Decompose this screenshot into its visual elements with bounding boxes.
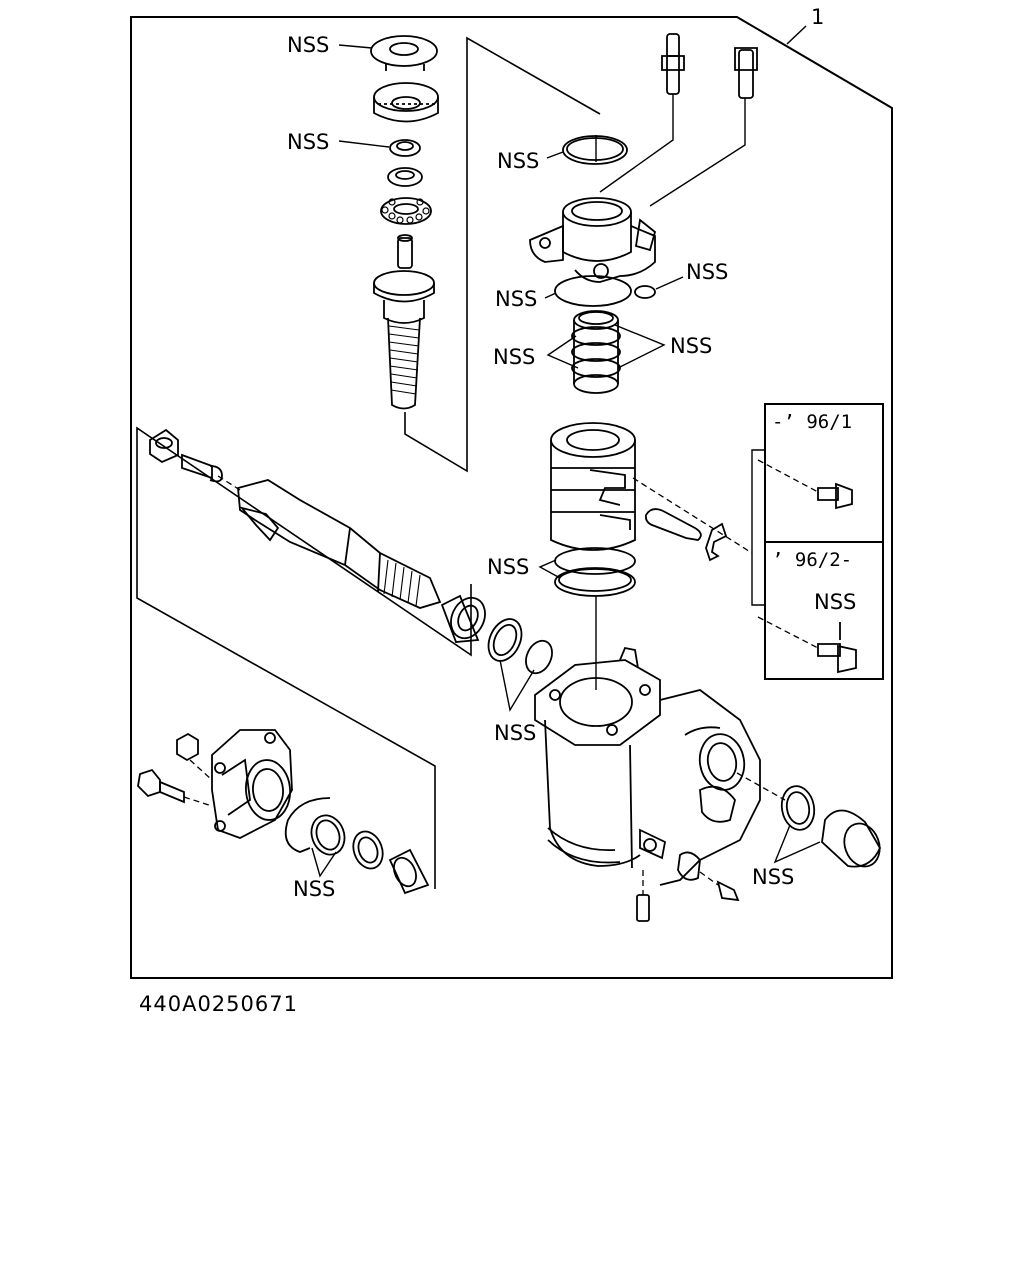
nss-label-seal-rings-right: NSS [670, 334, 712, 358]
callout-leader [786, 25, 807, 45]
sector-shaft-bracket [136, 426, 472, 889]
drawing-id: 440A0250671 [139, 992, 298, 1016]
nss-label-cover-seals: NSS [293, 877, 335, 901]
sector-shaft [149, 428, 553, 675]
rack-piston [550, 422, 636, 597]
nss-label-shaft-seals: NSS [494, 721, 536, 745]
nss-label-top-plate: NSS [287, 33, 329, 57]
nss-label-inset-bolt: NSS [814, 590, 856, 614]
inset-bolts [817, 482, 857, 674]
callout-number: 1 [811, 5, 824, 29]
nss-label-shaft-seal: NSS [287, 130, 329, 154]
side-cover-assembly [137, 729, 430, 895]
diagram-frame [130, 16, 893, 979]
nss-label-seal-rings-left: NSS [493, 345, 535, 369]
inset-label-late: ’ 96/2- [772, 549, 852, 571]
lock-pin-and-clip [644, 508, 728, 562]
port-fitting [780, 785, 882, 868]
input-shaft-assembly [370, 35, 439, 410]
valve-housing-cap [529, 33, 758, 394]
nss-label-large-oring: NSS [497, 149, 539, 173]
nss-label-small-oring: NSS [686, 260, 728, 284]
inset-label-early: -’ 96/1 [772, 411, 852, 433]
nss-label-piston-orings: NSS [487, 555, 529, 579]
gear-housing [534, 646, 761, 922]
worm-bracket-line [404, 36, 601, 473]
nss-label-port-seals: NSS [752, 865, 794, 889]
nss-label-cap-oring: NSS [495, 287, 537, 311]
